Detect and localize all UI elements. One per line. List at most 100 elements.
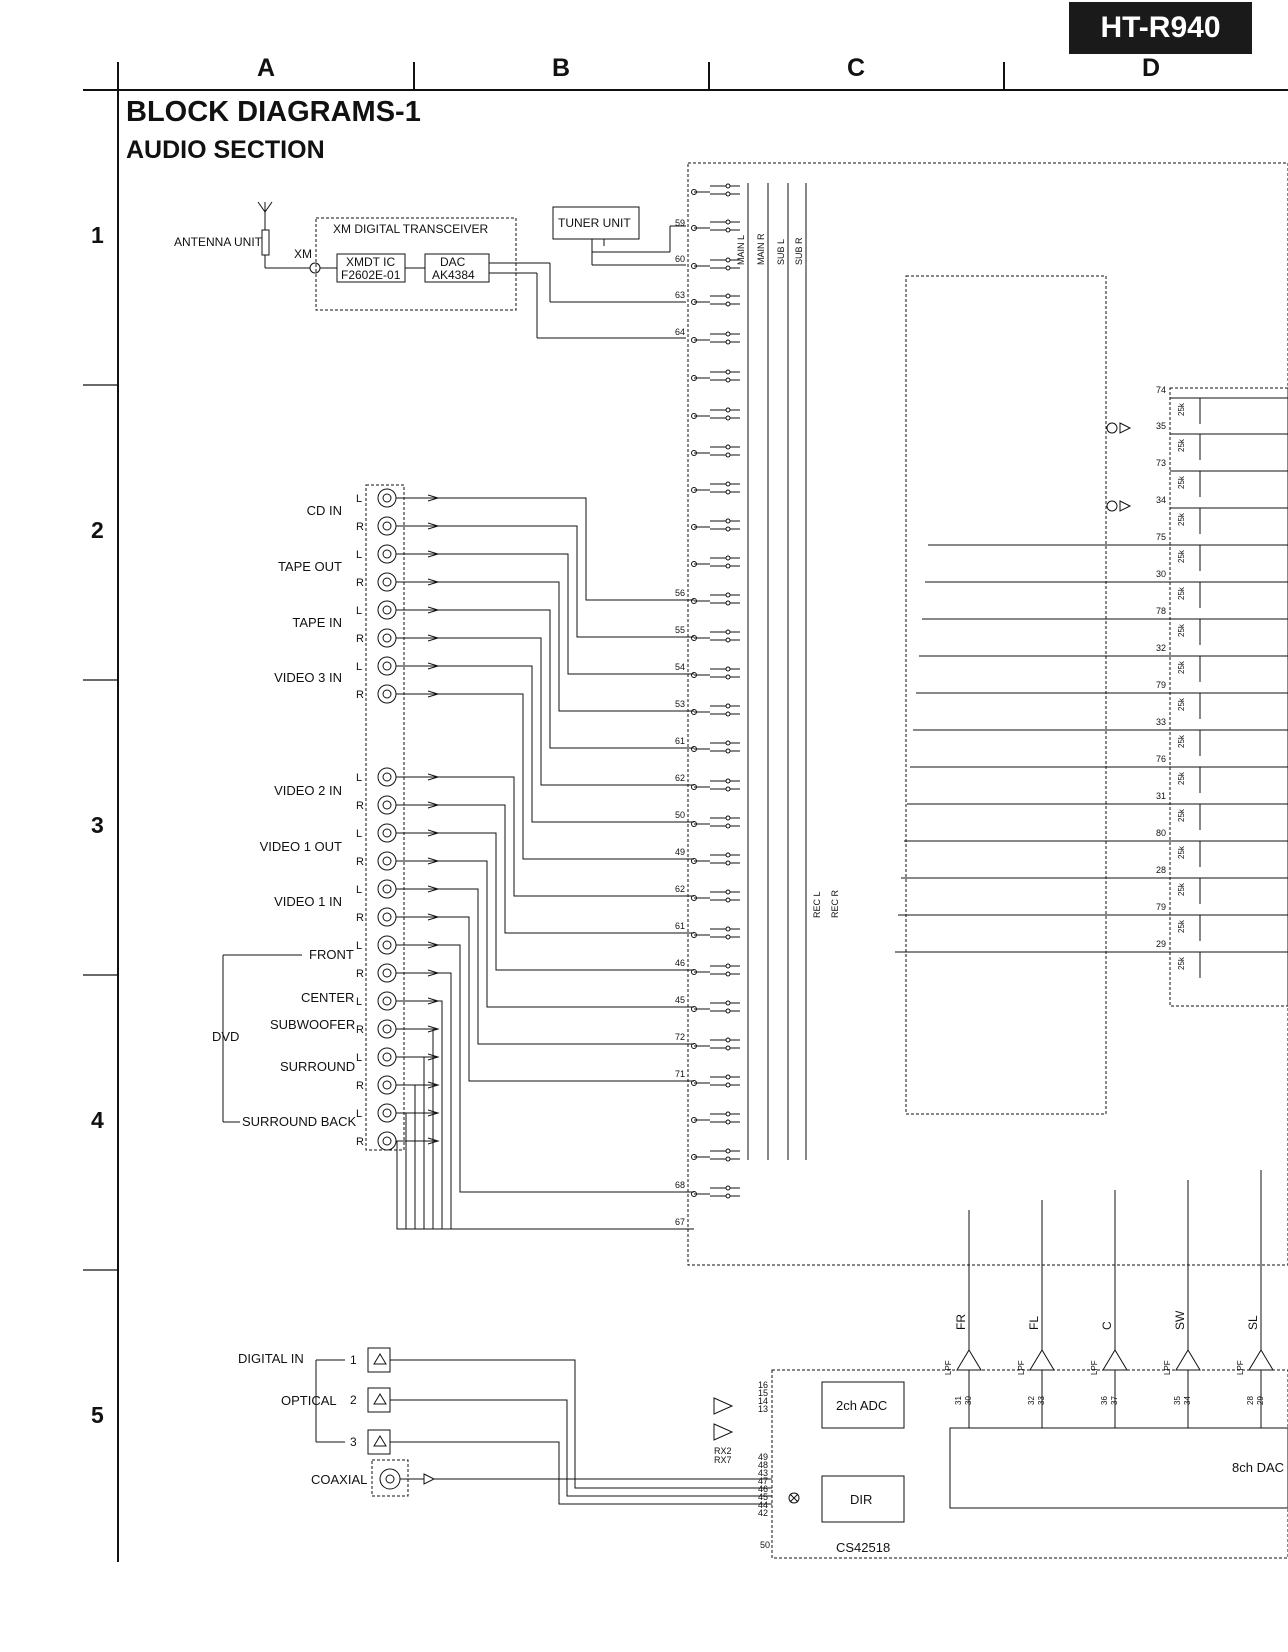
xm-label: XM [294, 247, 312, 261]
input-jack-center [382, 689, 392, 699]
switch-node [725, 897, 731, 903]
resistor-value: 25k [1177, 771, 1186, 785]
input-jack [377, 851, 397, 871]
lpf-pin: 33 [1037, 1396, 1046, 1405]
rec-r-label: REC R [830, 889, 840, 918]
channel-label: L [356, 940, 362, 952]
lpf-channel-label: C [1100, 1321, 1114, 1330]
grid-row-2: 2 [91, 517, 104, 543]
dvd-label: DVD [212, 1029, 239, 1044]
input-jack-center [382, 633, 392, 643]
input-wire [396, 1140, 694, 1230]
input-jack-center [382, 912, 392, 922]
page-title: BLOCK DIAGRAMS-1 [126, 96, 421, 128]
input-jack [377, 600, 397, 620]
channel-label: R [356, 856, 364, 868]
resistor-value: 25k [1177, 697, 1186, 711]
input-jack [377, 991, 397, 1011]
bus-sub-l: SUB L [776, 239, 786, 265]
selector-pin: 61 [675, 736, 685, 746]
grid-col-a: A [257, 54, 276, 82]
switch-node [725, 666, 731, 672]
resistor-value: 25k [1177, 919, 1186, 933]
resistor-pin: 80 [1156, 828, 1166, 838]
input-wire [438, 860, 694, 1008]
selector-pin: 71 [675, 1069, 685, 1079]
input-label: VIDEO 1 OUT [260, 839, 342, 854]
input-wire [438, 776, 694, 897]
switch-node [725, 1082, 731, 1088]
input-wire [438, 944, 694, 1193]
switch-node [725, 452, 731, 458]
input-wire [438, 637, 694, 786]
switch-node [725, 1119, 731, 1125]
optical-wire [390, 1441, 772, 1505]
switch-node [725, 1008, 731, 1014]
input-wire [438, 581, 694, 712]
switch-node [725, 823, 731, 829]
selector-pin: 59 [675, 218, 685, 228]
input-jack-center [382, 884, 392, 894]
resistor-pin: 76 [1156, 754, 1166, 764]
channel-label: L [356, 661, 362, 673]
dir-pin: 49 [758, 1452, 768, 1462]
rec-l-label: REC L [812, 891, 822, 918]
lpf-pin: 36 [1100, 1396, 1109, 1405]
selector-pin: 45 [675, 995, 685, 1005]
dvd-bracket [222, 954, 302, 1123]
input-jack [377, 1075, 397, 1095]
grid-row-4: 4 [91, 1107, 104, 1133]
resistor-pin: 33 [1156, 717, 1166, 727]
adc-pin: 13 [758, 1404, 768, 1414]
resistor-value: 25k [1177, 512, 1186, 526]
input-jack [377, 823, 397, 843]
input-jack-center [382, 800, 392, 810]
switch-node [725, 592, 731, 598]
resistor-pin: 29 [1156, 939, 1166, 949]
switch-node [725, 518, 731, 524]
channel-label: L [356, 884, 362, 896]
input-label: TAPE OUT [278, 559, 342, 574]
selector-pin: 64 [675, 327, 685, 337]
resistor-pin: 31 [1156, 791, 1166, 801]
input-jack-center [382, 605, 392, 615]
channel-label: R [356, 1080, 364, 1092]
channel-label: R [356, 689, 364, 701]
adc-pin: 15 [758, 1388, 768, 1398]
channel-label: L [356, 828, 362, 840]
buffer-amp [1119, 500, 1132, 512]
lpf-pin: 31 [954, 1396, 963, 1405]
selector-pin: 53 [675, 699, 685, 709]
switch-node [725, 1111, 731, 1117]
dac-part-label: AK4384 [432, 268, 475, 282]
input-wire [405, 1112, 694, 1230]
input-jack-center [382, 661, 392, 671]
lpf-pin: 28 [1246, 1396, 1255, 1405]
lpf-label: LPF [1017, 1360, 1026, 1375]
resistor-value: 25k [1177, 402, 1186, 416]
input-jack-center [382, 493, 392, 503]
resistor-pin: 79 [1156, 680, 1166, 690]
resistor-value: 25k [1177, 586, 1186, 600]
input-wire [438, 832, 694, 971]
channel-label: R [356, 577, 364, 589]
xm-transceiver-label: XM DIGITAL TRANSCEIVER [333, 222, 488, 236]
antenna-label: ANTENNA UNIT [174, 235, 263, 249]
channel-label: L [356, 996, 362, 1008]
lpf-pin: 37 [1110, 1396, 1119, 1405]
switch-node [725, 489, 731, 495]
resistor-pin: 78 [1156, 606, 1166, 616]
selector-frames [365, 162, 1288, 1559]
selector-pin: 68 [675, 1180, 685, 1190]
lpf-amp [956, 1349, 982, 1371]
front-label: FRONT [309, 947, 354, 962]
switch-node [725, 219, 731, 225]
switch-node [725, 637, 731, 643]
input-wire [414, 1084, 694, 1230]
input-jack [377, 544, 397, 564]
input-wire [438, 553, 694, 675]
input-jack-center [382, 521, 392, 531]
switch-node [725, 674, 731, 680]
